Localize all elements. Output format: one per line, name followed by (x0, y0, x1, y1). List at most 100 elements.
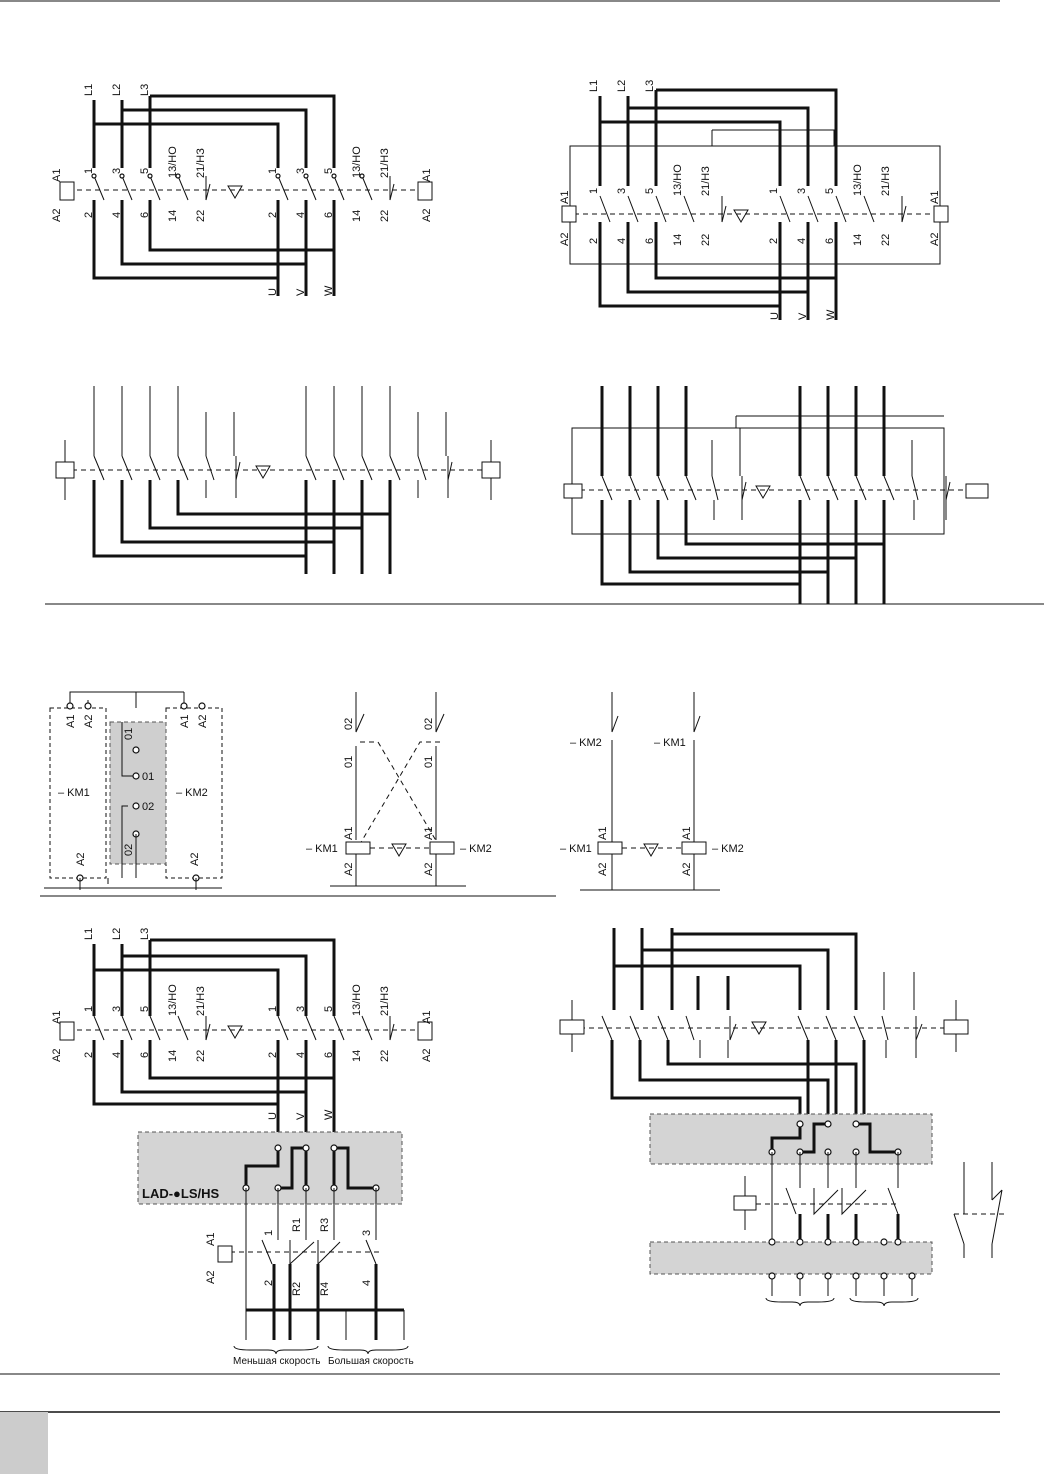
svg-text:L1: L1 (83, 928, 95, 940)
svg-text:A2: A2 (205, 1271, 217, 1284)
svg-text:R3: R3 (319, 1218, 331, 1232)
svg-text:4: 4 (796, 238, 808, 244)
svg-text:2: 2 (267, 1052, 279, 1058)
label-km1-module: – KM1 (58, 787, 90, 799)
svg-text:A2: A2 (51, 1049, 63, 1062)
svg-text:U: U (267, 1112, 279, 1120)
svg-text:A2: A2 (681, 863, 693, 876)
svg-text:A1: A1 (597, 827, 609, 840)
svg-text:13/НО: 13/НО (672, 164, 684, 196)
svg-text:2: 2 (263, 1280, 275, 1286)
svg-text:2: 2 (83, 1052, 95, 1058)
svg-text:1: 1 (267, 168, 279, 174)
svg-text:6: 6 (323, 1052, 335, 1058)
svg-text:21/НЗ: 21/НЗ (700, 166, 712, 196)
diagram-5-interlock-module: A1 A2 A1 A2 – KM1 – KM2 01 01 02 02 A2 A… (40, 691, 556, 897)
diagram-6-electrical-interlock: 02 01 02 01 A1 A2 A1 A2 – KM1 – KM2 (306, 692, 492, 887)
svg-text:6: 6 (139, 1052, 151, 1058)
lad-module-label: LAD-●LS/HS (142, 1186, 220, 1201)
svg-text:02: 02 (123, 844, 135, 856)
svg-text:4: 4 (111, 1052, 123, 1058)
svg-text:1: 1 (83, 1006, 95, 1012)
svg-text:14: 14 (351, 210, 363, 222)
svg-text:A2: A2 (189, 853, 201, 866)
diagram-9-two-speed-schematic (559, 928, 1004, 1307)
page-tab (0, 1412, 48, 1474)
svg-text:22: 22 (195, 1050, 207, 1062)
svg-text:A1: A1 (421, 1011, 433, 1024)
svg-text:– KM2: – KM2 (712, 843, 744, 855)
svg-text:21/НЗ: 21/НЗ (379, 986, 391, 1016)
svg-text:3: 3 (111, 1006, 123, 1012)
svg-text:A1: A1 (205, 1233, 217, 1246)
svg-text:02: 02 (142, 801, 154, 813)
svg-text:3: 3 (361, 1230, 373, 1236)
svg-text:A2: A2 (75, 853, 87, 866)
svg-text:3: 3 (295, 1006, 307, 1012)
svg-text:2: 2 (768, 238, 780, 244)
diagram-1-reversing-terminals: L1 L2 L3 1 3 5 13/НО 21/НЗ 1 3 5 13/НО 2… (51, 84, 433, 296)
svg-text:3: 3 (111, 168, 123, 174)
svg-text:L3: L3 (644, 80, 656, 92)
svg-text:R4: R4 (319, 1282, 331, 1296)
diagram-7-simple-interlock: – KM2 – KM1 A1 A2 A1 A2 – KM1 – KM2 (560, 692, 744, 891)
svg-text:13/НО: 13/НО (167, 146, 179, 178)
svg-text:1: 1 (267, 1006, 279, 1012)
svg-text:14: 14 (167, 1050, 179, 1062)
svg-text:6: 6 (824, 238, 836, 244)
diagram-8-two-speed-module: L1 L2 L3 1 3 5 13/НО 21/НЗ 1 3 5 13/НО 2… (51, 928, 433, 1367)
svg-text:– KM2: – KM2 (460, 843, 492, 855)
svg-text:3: 3 (295, 168, 307, 174)
svg-text:14: 14 (167, 210, 179, 222)
svg-text:5: 5 (139, 1006, 151, 1012)
svg-text:02: 02 (423, 718, 435, 730)
svg-text:– KM1: – KM1 (560, 843, 592, 855)
svg-text:U: U (769, 312, 781, 320)
svg-text:A2: A2 (51, 209, 63, 222)
svg-text:14: 14 (672, 234, 684, 246)
svg-text:A1: A1 (179, 715, 191, 728)
coil-km1 (59, 181, 75, 201)
svg-text:R1: R1 (291, 1218, 303, 1232)
svg-text:A1: A1 (51, 1011, 63, 1024)
svg-text:W: W (323, 1109, 335, 1120)
diagram-2-reversing-with-frame: L1 L2 L3 1 3 5 13/НО 21/НЗ 1 3 5 13/НО 2… (559, 80, 949, 320)
svg-text:– KM1: – KM1 (654, 737, 686, 749)
svg-text:21/НЗ: 21/НЗ (195, 148, 207, 178)
svg-text:14: 14 (351, 1050, 363, 1062)
svg-text:01: 01 (343, 756, 355, 768)
svg-text:1: 1 (83, 168, 95, 174)
svg-text:2: 2 (588, 238, 600, 244)
svg-text:A1: A1 (681, 827, 693, 840)
svg-text:L3: L3 (139, 928, 151, 940)
svg-text:5: 5 (323, 168, 335, 174)
svg-text:13/НО: 13/НО (167, 984, 179, 1016)
svg-text:V: V (797, 312, 809, 320)
svg-text:A1: A1 (559, 191, 571, 204)
svg-text:2: 2 (83, 212, 95, 218)
svg-text:1: 1 (768, 188, 780, 194)
svg-text:01: 01 (142, 771, 154, 783)
svg-text:13/НО: 13/НО (351, 984, 363, 1016)
svg-text:A2: A2 (421, 1049, 433, 1062)
svg-text:R2: R2 (291, 1282, 303, 1296)
svg-text:6: 6 (644, 238, 656, 244)
svg-text:– KM2: – KM2 (570, 737, 602, 749)
svg-text:5: 5 (139, 168, 151, 174)
svg-text:A1: A1 (423, 827, 435, 840)
coil-km2 (417, 181, 433, 201)
svg-text:22: 22 (195, 210, 207, 222)
svg-text:A1: A1 (421, 169, 433, 182)
svg-text:A1: A1 (929, 191, 941, 204)
svg-text:L2: L2 (111, 928, 123, 940)
svg-text:A2: A2 (423, 863, 435, 876)
svg-text:13/НО: 13/НО (852, 164, 864, 196)
svg-text:22: 22 (379, 1050, 391, 1062)
label-v: V (295, 288, 307, 296)
svg-text:4: 4 (616, 238, 628, 244)
svg-text:22: 22 (880, 234, 892, 246)
svg-text:V: V (295, 1112, 307, 1120)
svg-text:A2: A2 (929, 233, 941, 246)
svg-text:4: 4 (295, 1052, 307, 1058)
label-l1: L1 (83, 84, 95, 96)
